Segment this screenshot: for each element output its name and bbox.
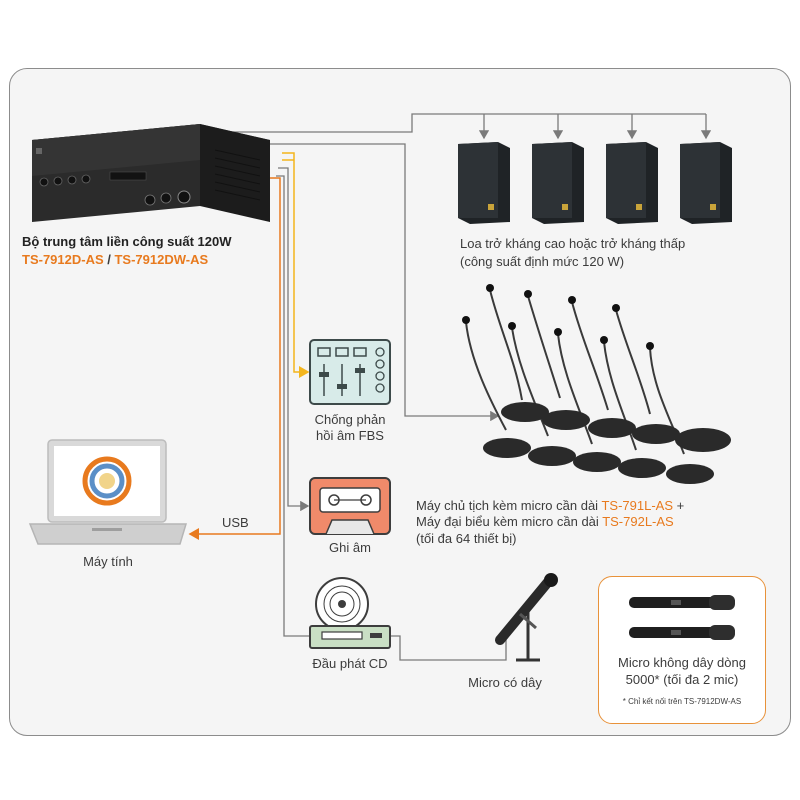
conference-wiring (262, 143, 500, 422)
wired-mic-label: Micro có dây (468, 675, 542, 690)
conference-line2-text: Máy đại biểu kèm micro cần dài (416, 514, 603, 529)
wireless-mic-box: Micro không dây dòng 5000* (tối đa 2 mic… (598, 576, 766, 724)
source-wiring (276, 167, 507, 661)
usb-wiring (188, 177, 281, 540)
fbs-label-line1: Chống phản (314, 412, 386, 427)
speaker-icon (458, 142, 732, 224)
computer-label: Máy tính (83, 554, 133, 569)
recorder-label: Ghi âm (329, 540, 371, 555)
amplifier-title: Bộ trung tâm liền công suất 120W (22, 234, 232, 249)
wireless-mic-footnote: * Chỉ kết nối trên TS-7912DW-AS (622, 697, 742, 706)
cd-disc-icon (309, 577, 391, 649)
conference-label-line3: (tối đa 64 thiết bị) (416, 531, 517, 546)
conference-label-line1: Máy chủ tịch kèm micro cần dài TS-791L-A… (416, 498, 684, 514)
chairman-model: TS-791L-AS (601, 498, 673, 513)
cd-player-label: Đầu phát CD (312, 656, 388, 671)
speaker-wiring (196, 113, 712, 140)
speaker-label-line2: (công suất định mức 120 W) (460, 254, 625, 269)
amplifier-model-a: TS-7912D-AS (22, 252, 104, 267)
amplifier-unit-icon (32, 124, 270, 222)
laptop-icon (28, 439, 188, 545)
amplifier-model-separator: / (103, 252, 115, 267)
usb-label: USB (222, 515, 249, 530)
conference-base-icon (462, 284, 731, 484)
cassette-icon (309, 477, 391, 535)
fbs-label-line2: hồi âm FBS (316, 428, 384, 443)
conference-label-line2: Máy đại biểu kèm micro cần dài TS-792L-A… (416, 514, 674, 530)
wired-mic-icon (495, 573, 558, 662)
wireless-mic-label-line1: Micro không dây dòng (618, 655, 746, 670)
amplifier-models: TS-7912D-AS / TS-7912DW-AS (22, 252, 208, 268)
wireless-mic-label-line2: 5000* (tối đa 2 mic) (625, 672, 739, 687)
conference-line1-suffix: + (673, 498, 685, 513)
delegate-model: TS-792L-AS (602, 514, 674, 529)
conference-line1-text: Máy chủ tịch kèm micro cần dài (416, 498, 602, 513)
conference-mic-icon (465, 289, 685, 455)
amplifier-model-b: TS-7912DW-AS (114, 252, 209, 267)
mixer-icon (309, 339, 391, 405)
fbs-wiring (282, 152, 310, 378)
handheld-mic-icon (629, 595, 735, 640)
speaker-label-line1: Loa trở kháng cao hoặc trở kháng thấp (460, 236, 686, 251)
